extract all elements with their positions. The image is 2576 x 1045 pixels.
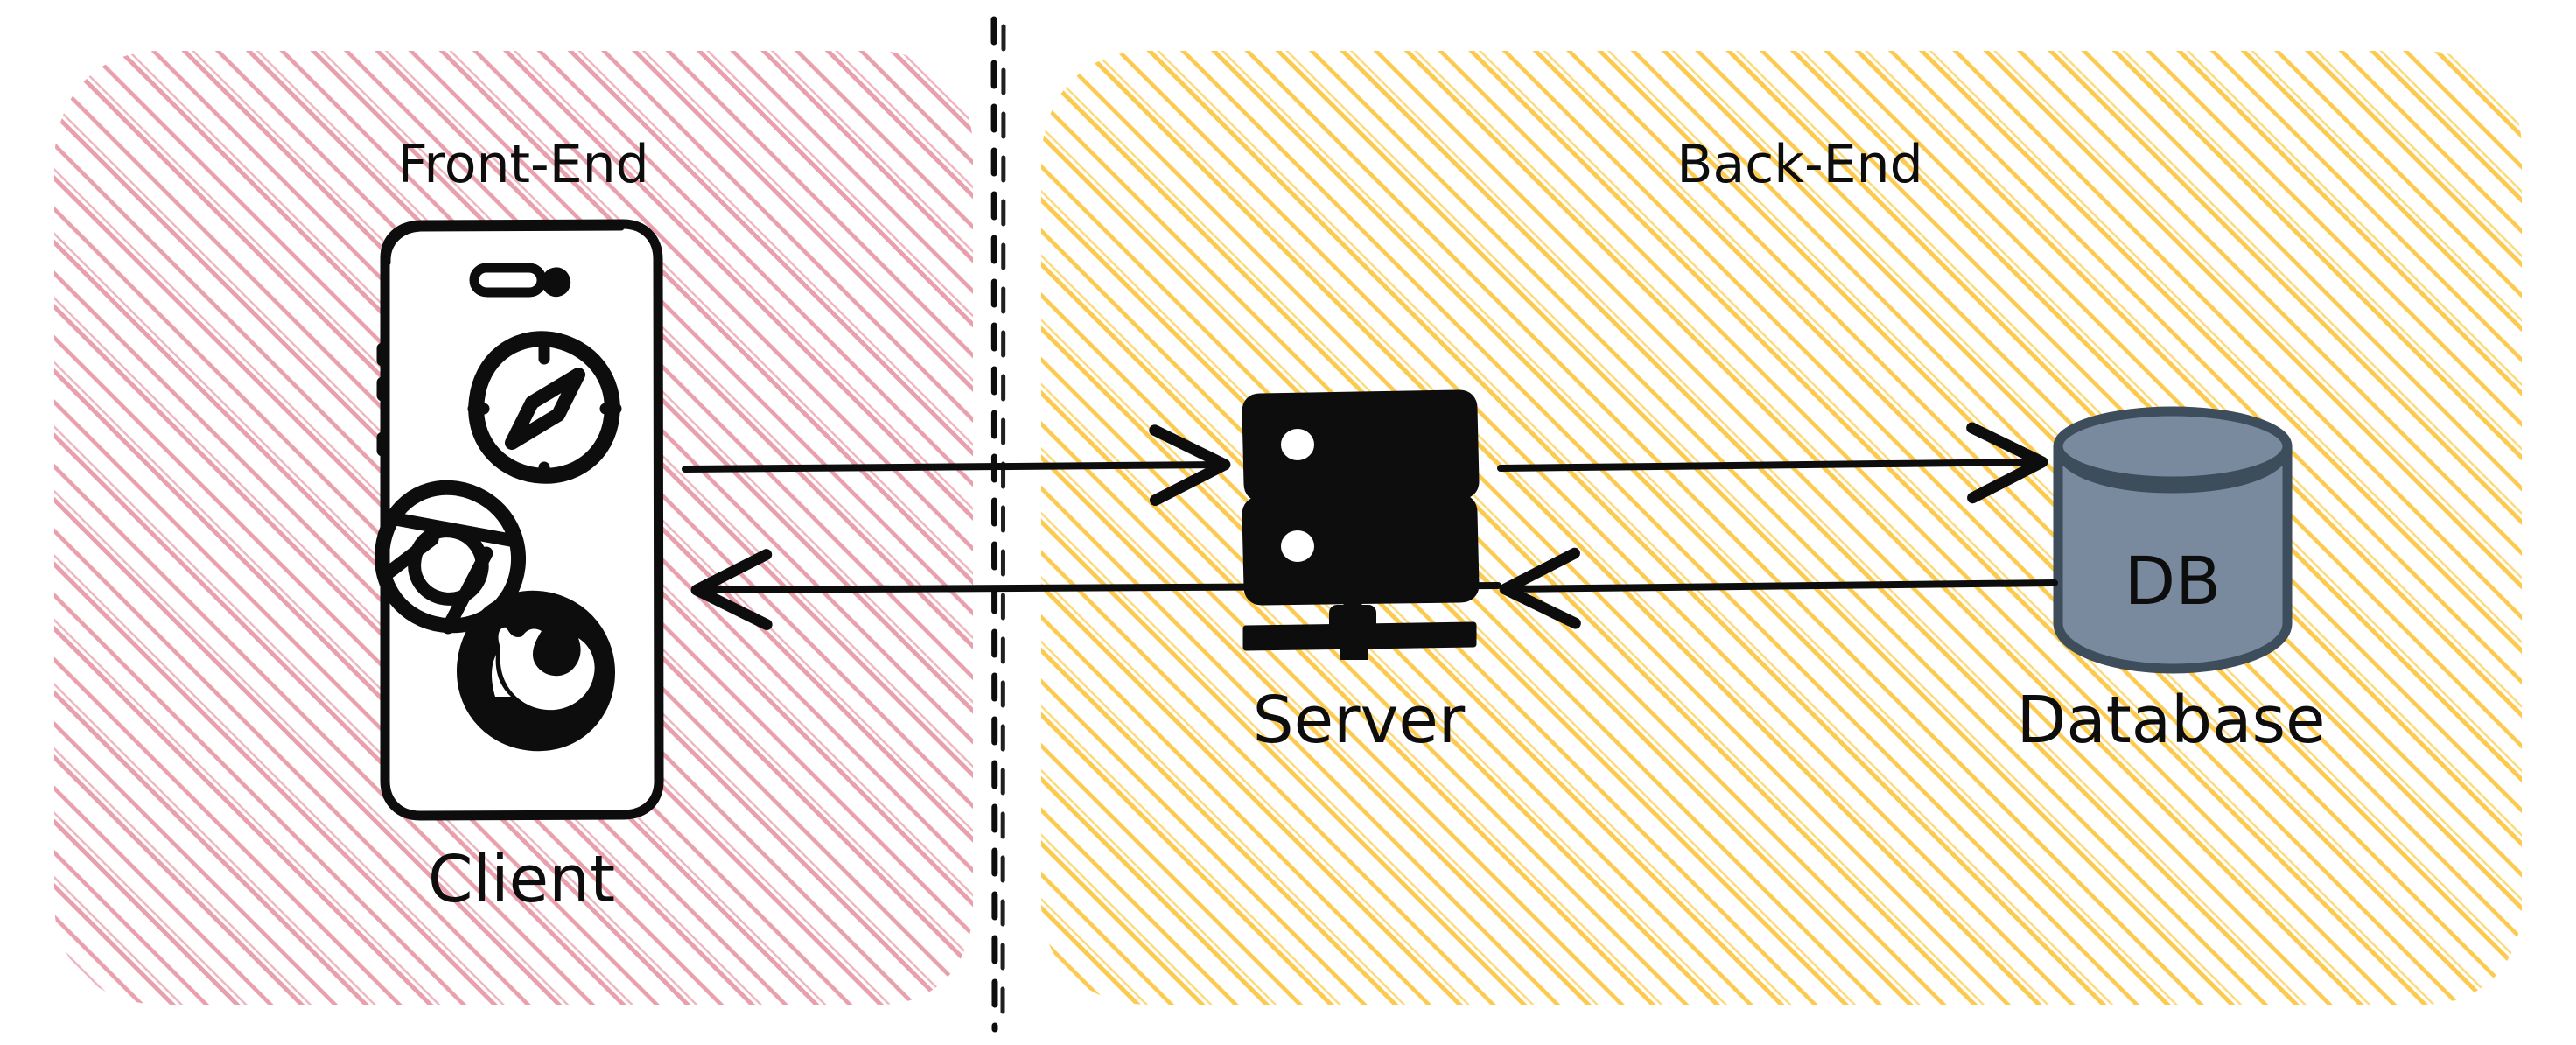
zone-divider [990,16,1006,1033]
client-label: Client [428,842,615,917]
arrow-database-to-server [1499,547,2058,629]
db-inner-label: DB [2124,542,2222,620]
server-rack-icon [1242,389,1480,660]
arrow-client-to-server [682,424,1231,507]
server-label: Server [1253,683,1466,758]
zone-title-back-end: Back-End [1676,134,1922,195]
database-cylinder-icon: DB [2053,406,2292,674]
zone-title-front-end: Front-End [397,134,648,195]
database-label: Database [2016,683,2325,758]
firefox-icon [457,590,615,752]
safari-icon [467,331,622,484]
chrome-icon [374,480,527,635]
arrow-server-to-client [690,549,1502,630]
smartphone-icon [374,219,664,821]
arrow-server-to-database [1497,422,2048,504]
